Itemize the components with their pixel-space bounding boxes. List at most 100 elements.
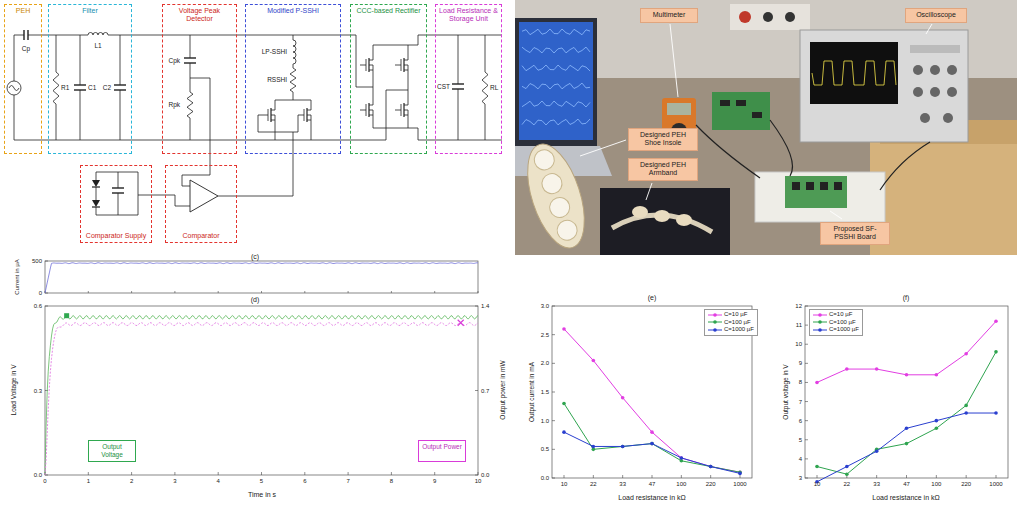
data-point — [815, 465, 819, 469]
block-region: Modified P-SSHI — [245, 4, 341, 154]
chip — [752, 112, 762, 118]
tick-mark — [218, 472, 219, 475]
legend-entry: C=100 µF — [813, 319, 859, 327]
data-point — [994, 319, 998, 323]
axis-title: Time in s — [248, 491, 276, 498]
legend-line — [813, 322, 827, 323]
component-label: RL — [490, 85, 498, 92]
screen-waveform — [522, 119, 590, 125]
block-region: Comparator Supply — [80, 165, 152, 243]
tick-mark — [805, 478, 808, 479]
wire — [120, 35, 121, 85]
wire — [293, 64, 294, 68]
piezo-disc — [532, 147, 557, 172]
photo-callout: Proposed SF-PSSHI Board — [820, 222, 890, 245]
wire — [48, 140, 132, 141]
tick-label: 0.6 — [34, 303, 42, 309]
panel-letter: (c) — [251, 253, 259, 260]
legend-entry: C=10 µF — [708, 311, 754, 319]
chart-legend: C=10 µFC=100 µFC=1000 µF — [704, 309, 758, 336]
tick-label: 47 — [649, 481, 656, 487]
armband-pad — [654, 210, 670, 222]
legend-text: C=1000 µF — [829, 326, 859, 334]
tick-label: 100 — [676, 481, 686, 487]
tick-label: 3.0 — [541, 303, 549, 309]
data-point — [905, 373, 909, 377]
legend-entry: C=10 µF — [813, 311, 859, 319]
legend-line — [708, 322, 722, 323]
wire — [427, 140, 435, 141]
tick-label: 220 — [961, 481, 971, 487]
mosfet-symbol — [395, 65, 401, 66]
node-title: Designed PEH Shoe Insole — [631, 131, 695, 148]
wire — [162, 140, 237, 141]
tick-mark — [996, 475, 997, 478]
circuit-wire — [152, 195, 165, 196]
node-title: Multimeter — [653, 11, 686, 19]
tick-mark — [681, 475, 682, 478]
circuit-wire — [42, 35, 48, 36]
wire — [132, 140, 162, 141]
block-region: Comparator — [165, 165, 237, 243]
tick-label: 22 — [843, 481, 850, 487]
oscilloscope-screen — [810, 42, 898, 104]
laptop-screen — [519, 22, 593, 140]
wire — [190, 63, 191, 92]
data-point — [815, 480, 819, 484]
multimeter-dial — [671, 123, 687, 139]
tick-label: 6 — [799, 418, 802, 424]
data-point — [709, 465, 713, 469]
data-point — [650, 442, 654, 446]
lab-photo — [515, 0, 1017, 255]
data-series — [564, 403, 740, 472]
mosfet-symbol — [360, 110, 366, 111]
data-point — [621, 445, 625, 449]
tick-mark — [552, 478, 555, 479]
wire — [165, 195, 190, 206]
charts — [45, 261, 1008, 484]
capacitor-symbol — [114, 84, 126, 85]
data-point — [562, 430, 566, 434]
node-title: CCC-based Rectifier — [356, 7, 420, 15]
component-label: L1 — [94, 43, 101, 50]
data-point — [650, 430, 654, 434]
capacitor-symbol — [452, 83, 464, 84]
legend-sample — [708, 312, 722, 318]
tick-mark — [805, 420, 808, 421]
tick-mark — [710, 475, 711, 478]
tick-mark — [552, 420, 555, 421]
wire — [96, 172, 97, 180]
tick-mark — [622, 475, 623, 478]
armband-cloth — [600, 188, 730, 255]
ac-source-symbol — [7, 81, 21, 95]
data-point — [845, 367, 849, 371]
tick-mark — [552, 363, 555, 364]
cable — [770, 120, 793, 176]
tick-label: 0.0 — [541, 475, 549, 481]
legend-line — [708, 314, 722, 315]
mosfet-symbol — [369, 65, 373, 70]
ac-source-symbol — [9, 86, 19, 91]
mosfet-symbol — [307, 120, 311, 125]
tick-mark — [391, 291, 392, 293]
mosfet-symbol — [271, 105, 275, 110]
circuit-wire — [427, 35, 435, 36]
wire — [293, 92, 294, 100]
annotation-box: Output Voltage — [88, 440, 136, 462]
tick-label: 7 — [346, 478, 349, 484]
scope-knob — [913, 87, 923, 97]
wire — [138, 195, 152, 196]
tick-mark — [478, 472, 479, 475]
wire — [408, 128, 427, 140]
tick-label: 3 — [799, 475, 802, 481]
tick-label: 12 — [795, 303, 802, 309]
data-point — [994, 350, 998, 354]
axis-title: Current in µA — [14, 259, 20, 294]
wire — [350, 35, 373, 87]
wire — [293, 35, 294, 40]
screen-waveform — [522, 29, 590, 35]
circuit-schematic — [7, 30, 502, 215]
data-point — [621, 396, 625, 400]
data-point — [964, 352, 968, 356]
